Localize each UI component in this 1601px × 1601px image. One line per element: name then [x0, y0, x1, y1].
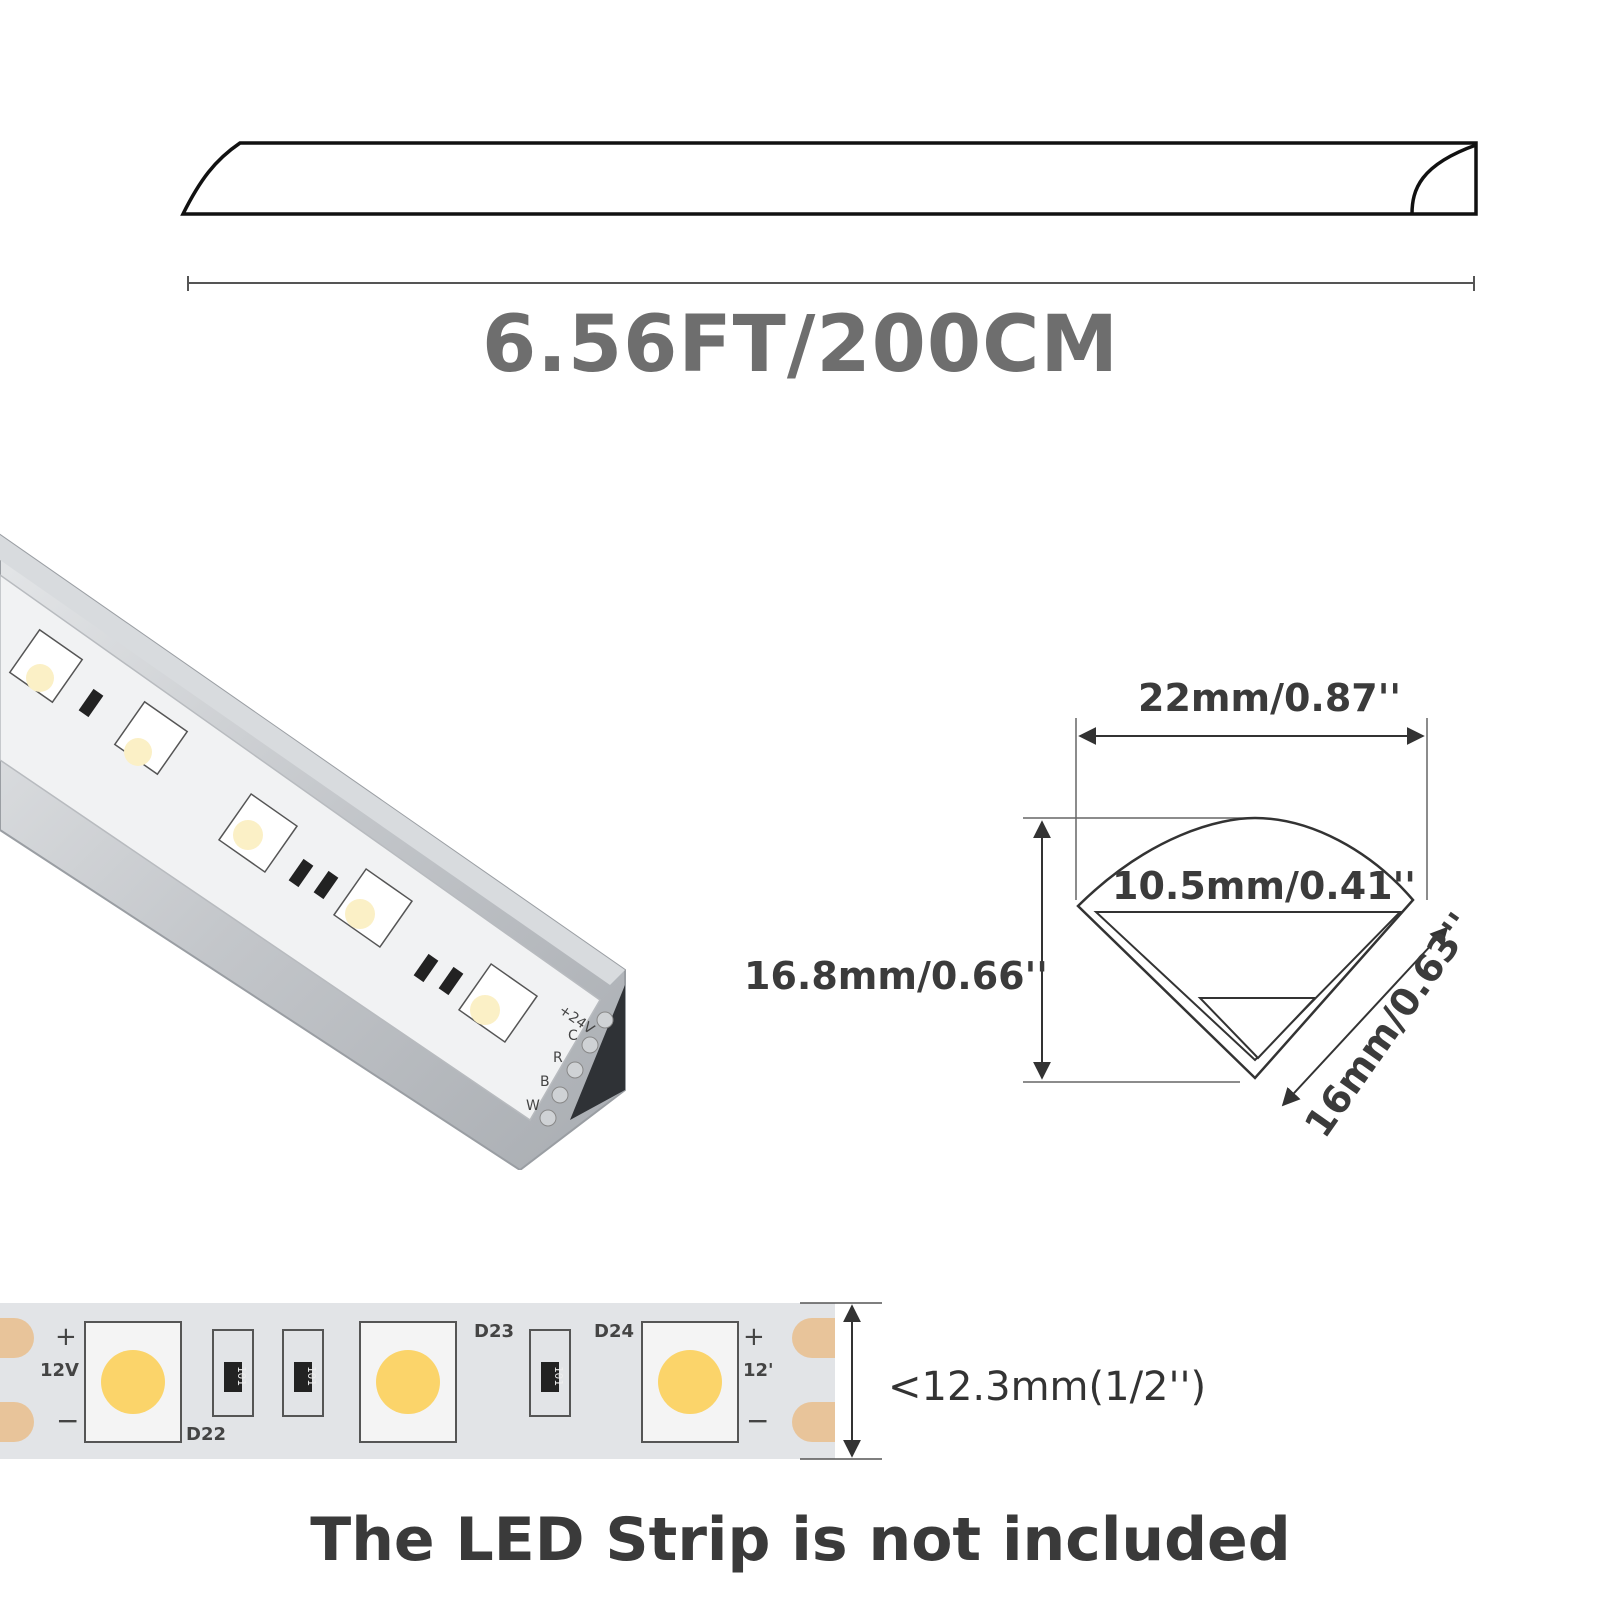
corner-strip-label-c: C	[568, 1028, 578, 1044]
copper-pad-left-bottom	[0, 1402, 34, 1442]
led-chip-3	[641, 1321, 739, 1443]
not-included-note: The LED Strip is not included	[310, 1505, 1291, 1575]
strip-plus-left: +	[55, 1322, 77, 1352]
resistor-3	[529, 1329, 571, 1417]
resistor-code-3: 101	[552, 1366, 565, 1386]
resistor-code-1: 101	[235, 1366, 248, 1386]
profile-length-label: 6.56FT/200CM	[481, 300, 1120, 390]
led-designator-d23: D23	[474, 1321, 514, 1342]
corner-strip-pads	[539, 1011, 614, 1127]
profile-length-drawing	[180, 141, 1478, 291]
strip-minus-right: −	[746, 1404, 769, 1437]
strip-width-label: <12.3mm(1/2'')	[888, 1364, 1207, 1410]
cross-section-outline	[1076, 816, 1415, 1080]
aluminum-profile-lip	[0, 535, 625, 985]
strip-voltage-left: 12V	[40, 1360, 79, 1381]
corner-strip-label-b: B	[540, 1074, 550, 1090]
corner-profile-photo: +24V C R B W	[0, 533, 626, 1170]
resistor-2	[282, 1329, 324, 1417]
cross-section-inner-channel	[1093, 911, 1403, 1062]
resistor-1	[212, 1329, 254, 1417]
corner-strip-resistors	[78, 688, 464, 996]
profile-end-cap	[1410, 143, 1477, 215]
height-label: 16.8mm/0.66''	[744, 954, 1048, 998]
diagonal-dimension-line	[1281, 926, 1449, 1107]
width-label: 22mm/0.87''	[1138, 676, 1401, 720]
profile-outline	[180, 141, 1478, 216]
copper-pad-right-bottom	[792, 1402, 835, 1442]
inner-width-label: 10.5mm/0.41''	[1112, 864, 1416, 908]
cross-section-triangle-slot	[1197, 997, 1318, 1060]
copper-pad-left-top	[0, 1318, 34, 1358]
corner-strip-leds	[8, 628, 539, 1044]
led-designator-d24: D24	[594, 1321, 634, 1342]
led-chip-2	[359, 1321, 457, 1443]
corner-strip-label-r: R	[553, 1050, 563, 1066]
strip-minus-left: −	[56, 1404, 79, 1437]
corner-strip-label-w: W	[526, 1098, 540, 1114]
copper-pad-right-top	[792, 1318, 835, 1358]
resistor-code-2: 101	[305, 1366, 318, 1386]
strip-plus-right: +	[743, 1322, 765, 1352]
strip-voltage-right: 12'	[743, 1360, 774, 1381]
led-chip-1	[84, 1321, 182, 1443]
led-designator-d22: D22	[186, 1424, 226, 1445]
